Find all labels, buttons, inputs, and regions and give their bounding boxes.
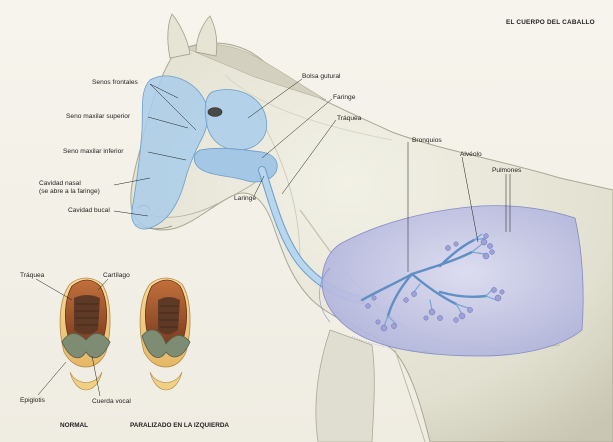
label-senos-frontales: Senos frontales [92,79,138,86]
larynx-normal-diagram [59,277,111,391]
label-pulmones: Pulmones [492,167,522,174]
label-laringe: Laringe [234,195,256,202]
leader-lines [113,78,511,272]
larynx-paralyzed-diagram [139,277,191,391]
lungs [319,205,584,357]
caption-normal: NORMAL [60,422,89,429]
page-header-title: EL CUERPO DEL CABALLO [506,19,595,26]
label-cavidad-nasal: Cavidad nasal [39,180,81,187]
inset-label-traquea: Tráquea [20,272,45,279]
label-traquea: Tráquea [337,115,362,122]
label-seno-maxilar-inferior: Seno maxilar inferior [63,148,124,155]
caption-paralizado: PARALIZADO EN LA IZQUIERDA [130,422,230,429]
label-bolsa-gutural: Bolsa gutural [302,73,341,80]
label-bronquios: Bronquios [412,137,442,144]
label-faringe: Faringe [333,94,356,101]
label-alveolo: Alvéolo [460,151,482,158]
label-cavidad-nasal-note: (se abre a la faringe) [39,188,100,195]
inset-label-cuerda-vocal: Cuerda vocal [92,398,131,405]
label-seno-maxilar-superior: Seno maxilar superior [66,113,131,120]
inset-label-cartilago: Cartílago [103,272,130,279]
inset-label-epiglotis: Epiglotis [20,397,45,404]
eye-icon [207,107,223,117]
label-cavidad-bucal: Cavidad bucal [68,207,110,214]
nasal-sinuses [131,75,209,230]
inset-leader-lines [35,278,109,397]
